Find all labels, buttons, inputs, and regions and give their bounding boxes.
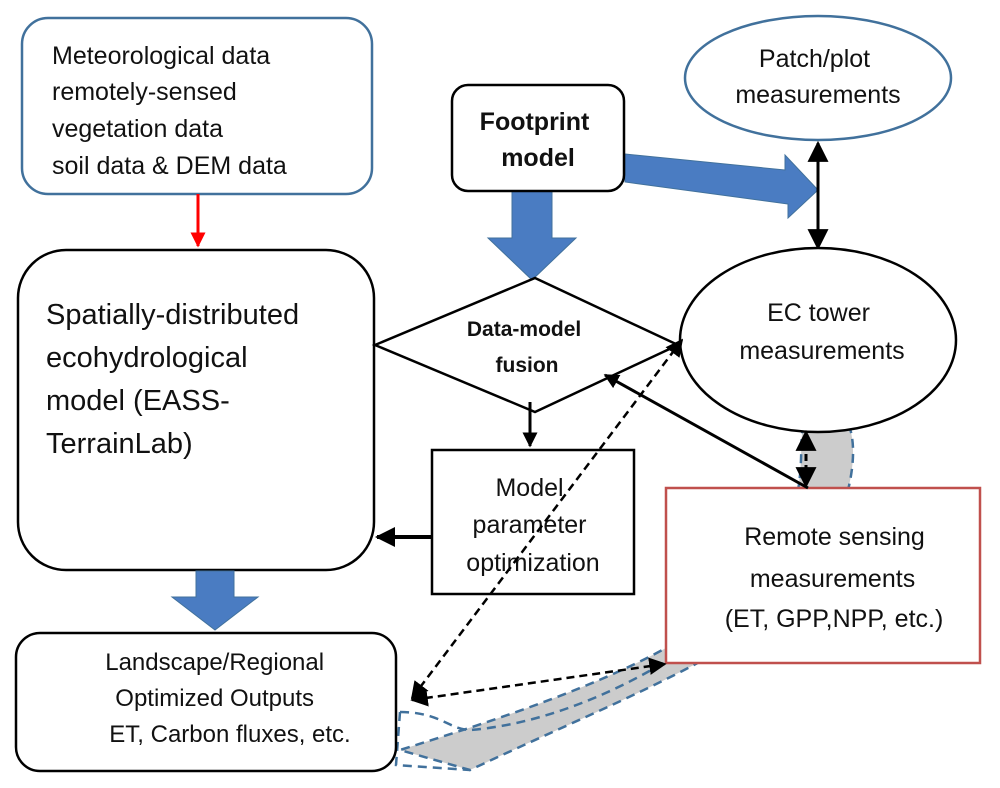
footprint-model-label: Footprint model: [480, 108, 597, 172]
dashed-arrow-outputs-remote: [410, 657, 667, 707]
ecohydro-model-box: [16, 248, 376, 572]
remote-sensing-box: [664, 486, 982, 665]
dashed-arrow-outputs-ec: [410, 338, 684, 700]
footprint-model-box: [450, 83, 626, 193]
ec-tower-label: EC tower measurements: [739, 299, 904, 365]
outputs-box: [14, 631, 398, 773]
blue-arrow-footprint-down: [486, 189, 578, 281]
blue-arrow-model-to-outputs: [170, 570, 260, 631]
patch-plot-label: Patch/plot measurements: [735, 45, 900, 109]
ecohydro-model-label: Spatially-distributed ecohydrological mo…: [46, 299, 307, 460]
outputs-label: Landscape/Regional Optimized Outputs ET,…: [105, 649, 350, 748]
dashed-band-tail: [394, 711, 471, 772]
blue-arrow-footprint-right: [624, 153, 819, 220]
patch-plot-ellipse: [683, 14, 953, 142]
input-data-label: Meteorological data remotely-sensed vege…: [52, 42, 287, 180]
remote-sensing-label: Remote sensing measurements (ET, GPP,NPP…: [725, 523, 944, 633]
